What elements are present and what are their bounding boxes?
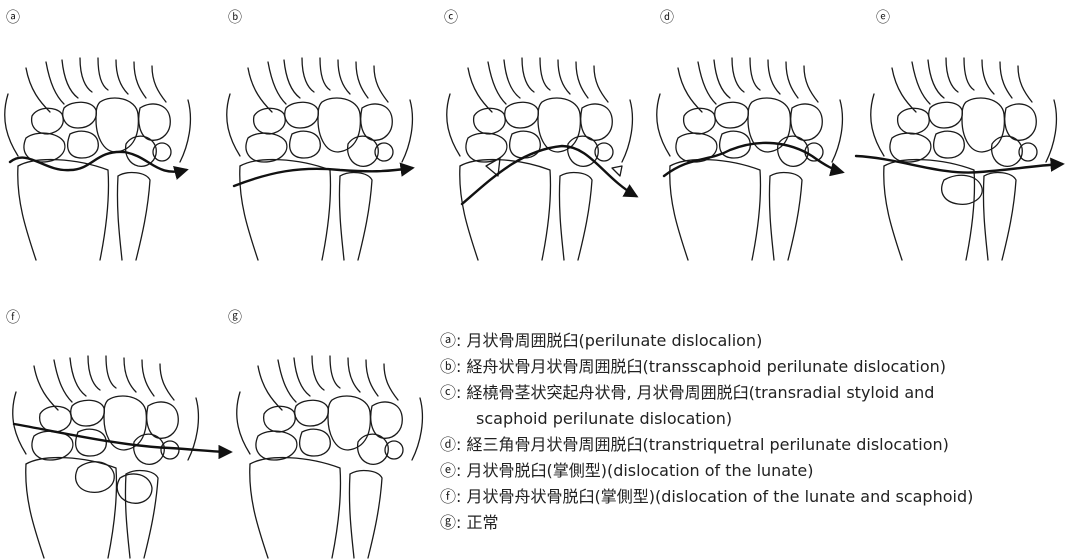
panel-label-b: ⓑ xyxy=(228,10,242,26)
panel-e: ⓔ xyxy=(856,10,1062,260)
fragment xyxy=(612,166,622,176)
legend: ⓐ: 月状骨周囲脱臼(perilunate dislocalion) ⓑ: 経舟… xyxy=(440,328,1069,536)
panel-label-a: ⓐ xyxy=(6,10,20,26)
legend-item-b: ⓑ: 経舟状骨月状骨周囲脱臼(transscaphoid perilunate … xyxy=(440,354,1069,380)
panel-c: ⓒ xyxy=(444,10,636,260)
panel-label-d: ⓓ xyxy=(660,10,674,26)
legend-item-e: ⓔ: 月状骨脱臼(掌側型)(dislocation of the lunate) xyxy=(440,458,1069,484)
panel-a: ⓐ xyxy=(5,10,191,260)
lunate-displaced xyxy=(942,175,983,204)
legend-item-d: ⓓ: 経三角骨月状骨周囲脱臼(transtriquetral perilunat… xyxy=(440,432,1069,458)
dislocation-arrow xyxy=(10,152,186,172)
scaphoid-displaced xyxy=(76,462,115,493)
dislocation-arrow xyxy=(664,143,842,176)
panel-label-f: ⓕ xyxy=(6,310,20,326)
legend-item-g: ⓖ: 正常 xyxy=(440,510,1069,536)
panel-g: ⓖ xyxy=(228,310,422,558)
panel-label-e: ⓔ xyxy=(876,10,890,26)
lunate-displaced xyxy=(117,474,152,503)
panel-f: ⓕ xyxy=(6,310,230,558)
dislocation-arrow xyxy=(234,168,412,186)
legend-item-c: ⓒ: 経橈骨茎状突起舟状骨, 月状骨周囲脱臼(transradial stylo… xyxy=(440,380,1069,406)
dislocation-arrow xyxy=(462,146,636,204)
legend-item-c-continued: scaphoid perilunate dislocation) xyxy=(440,406,1069,432)
legend-item-f: ⓕ: 月状骨舟状骨脱臼(掌側型)(dislocation of the luna… xyxy=(440,484,1069,510)
panel-d: ⓓ xyxy=(657,10,843,260)
panel-label-g: ⓖ xyxy=(228,310,242,326)
panel-b: ⓑ xyxy=(227,10,413,260)
legend-item-a: ⓐ: 月状骨周囲脱臼(perilunate dislocalion) xyxy=(440,328,1069,354)
panel-label-c: ⓒ xyxy=(444,10,458,26)
